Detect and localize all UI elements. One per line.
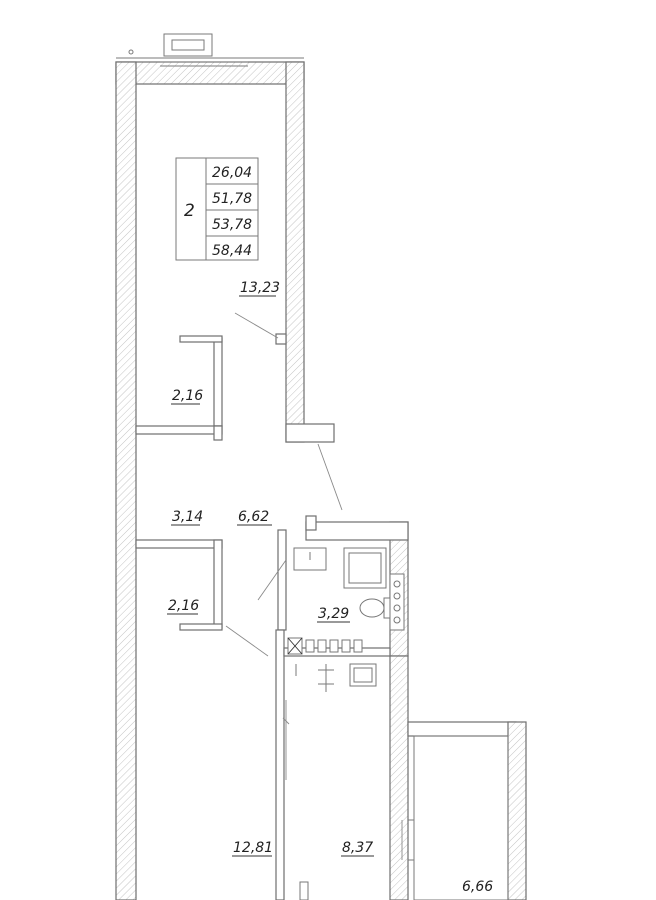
door-stub — [275, 333, 287, 345]
living-area-value: 26,04 — [212, 165, 252, 181]
corridor-left-area: 3,14 — [172, 509, 203, 525]
bathroom-top-wall — [305, 521, 409, 541]
heater-knob-3 — [393, 604, 401, 612]
bathroom-corner — [305, 515, 317, 531]
counter-cell-4 — [341, 639, 351, 653]
top-window-block — [116, 33, 304, 67]
loggia-top-wall — [407, 721, 517, 737]
kitchen-sink-basin — [353, 667, 373, 683]
corridor-bottom-wall — [135, 539, 223, 549]
total-area-value: 51,78 — [212, 191, 252, 207]
heater-knob-2 — [393, 592, 401, 600]
loggia-outline — [413, 735, 509, 900]
wardrobe-bottom-post — [213, 539, 223, 629]
top-exterior-wall — [115, 61, 305, 85]
marker-dot — [128, 49, 134, 55]
loggia-area: 6,66 — [462, 879, 493, 895]
full-area-value: 58,44 — [212, 243, 252, 259]
wardrobe-top-area: 2,16 — [172, 388, 203, 404]
shower-inner — [348, 552, 382, 584]
wardrobe-bottom-area: 2,16 — [168, 598, 199, 614]
kitchen-right-wall — [389, 655, 409, 900]
bedroom-door-leaf — [225, 625, 269, 657]
left-exterior-wall — [115, 61, 137, 900]
bathroom-door-leaf — [257, 559, 287, 601]
right-wall-step — [285, 423, 335, 443]
summary-table-frame — [175, 157, 259, 261]
hall-area: 6,62 — [238, 509, 269, 525]
counter-cell-1 — [305, 639, 315, 653]
summary-table: 2 26,04 51,78 53,78 58,44 — [175, 157, 259, 261]
room-count: 2 — [184, 201, 195, 221]
room-labels: 13,23 2,16 3,14 6,62 2,16 3,29 12,81 8,3… — [167, 280, 493, 895]
counter-cell-2 — [317, 639, 327, 653]
bedroom-area: 12,81 — [233, 840, 273, 856]
loggia-block — [408, 735, 509, 900]
entry-door-leaf — [317, 443, 343, 511]
living-room-area: 13,23 — [240, 280, 280, 296]
toilet-bowl — [359, 598, 385, 618]
area-with-loggia-value: 53,78 — [212, 217, 252, 233]
loggia-right-wall — [507, 721, 527, 900]
heater-knob-1 — [393, 580, 401, 588]
counter-cell-5 — [353, 639, 363, 653]
counter-cell-3 — [329, 639, 339, 653]
heater-panel — [389, 573, 405, 631]
wardrobe-top-lintel — [179, 335, 223, 343]
living-corridor-wall-left — [135, 425, 223, 435]
living-corridor-wall-stub — [213, 425, 223, 441]
door-swings — [225, 312, 403, 900]
vent-cross-b — [287, 637, 303, 655]
interior-walls — [135, 333, 391, 900]
wardrobe-bottom-lintel — [179, 623, 223, 631]
bathroom-area: 3,29 — [318, 606, 349, 622]
window-box — [163, 33, 213, 57]
bottom-door-marker — [299, 881, 309, 900]
window-inner — [171, 39, 205, 51]
bathroom-left-wall — [277, 529, 287, 631]
right-wall-upper — [285, 61, 305, 443]
kitchen-area: 8,37 — [342, 840, 373, 856]
bedroom-kitchen-wall — [275, 629, 285, 900]
bathroom-fixtures — [293, 547, 405, 631]
kitchen-fixtures — [287, 637, 377, 692]
outer-walls — [115, 61, 527, 900]
heater-knob-4 — [393, 616, 401, 624]
kitchen-door-tick — [282, 717, 290, 725]
living-door-leaf — [234, 312, 279, 339]
wardrobe-top-post — [213, 337, 223, 427]
